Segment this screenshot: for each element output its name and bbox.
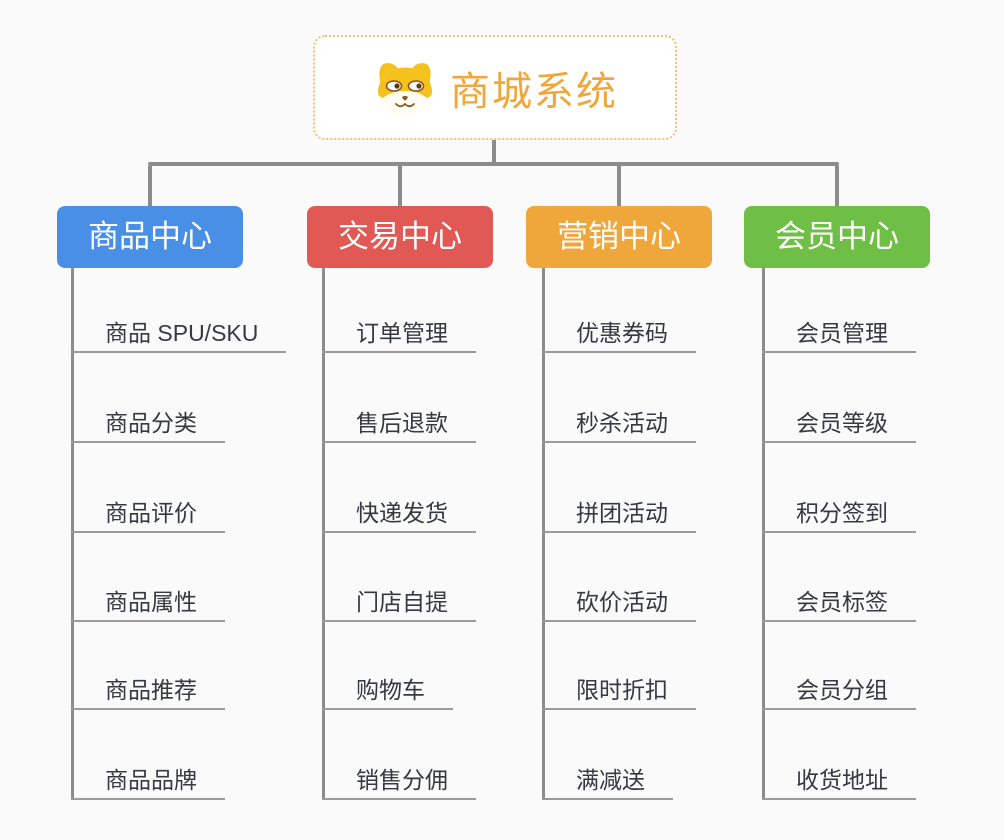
connector-drop-trade — [398, 166, 402, 206]
leaf-node[interactable]: 门店自提 — [322, 587, 476, 622]
leaf-node[interactable]: 商品 SPU/SKU — [71, 318, 287, 353]
branch-line-marketing — [542, 268, 545, 800]
leaf-node[interactable]: 会员等级 — [762, 408, 916, 443]
branch-header-product[interactable]: 商品中心 — [57, 206, 243, 268]
leaf-node[interactable]: 积分签到 — [762, 498, 916, 533]
leaf-node[interactable]: 销售分佣 — [322, 765, 476, 800]
connector-drop-marketing — [617, 166, 621, 206]
leaf-node[interactable]: 购物车 — [322, 675, 453, 710]
leaf-node[interactable]: 拼团活动 — [542, 498, 696, 533]
leaf-node[interactable]: 会员标签 — [762, 587, 916, 622]
leaf-node[interactable]: 商品分类 — [71, 408, 225, 443]
leaf-node[interactable]: 商品评价 — [71, 498, 225, 533]
connector-drop-product — [148, 166, 152, 206]
leaf-node[interactable]: 商品推荐 — [71, 675, 225, 710]
branch-line-product — [71, 268, 74, 800]
leaf-node[interactable]: 商品品牌 — [71, 765, 225, 800]
connector-horizontal-bar — [148, 162, 839, 166]
branch-header-member[interactable]: 会员中心 — [744, 206, 930, 268]
root-title: 商城系统 — [450, 69, 618, 114]
leaf-node[interactable]: 商品属性 — [71, 587, 225, 622]
branch-line-member — [762, 268, 765, 800]
branch-header-marketing[interactable]: 营销中心 — [526, 206, 712, 268]
leaf-node[interactable]: 限时折扣 — [542, 675, 696, 710]
connector-drop-member — [835, 166, 839, 206]
leaf-node[interactable]: 会员管理 — [762, 318, 916, 353]
leaf-node[interactable]: 满减送 — [542, 765, 673, 800]
connector-root-stem — [492, 140, 496, 166]
leaf-node[interactable]: 快递发货 — [322, 498, 476, 533]
leaf-node[interactable]: 订单管理 — [322, 318, 476, 353]
branch-line-trade — [322, 268, 325, 800]
dog-face-icon — [372, 59, 438, 117]
leaf-node[interactable]: 收货地址 — [762, 765, 916, 800]
root-node[interactable]: 商城系统 — [313, 35, 677, 140]
leaf-node[interactable]: 秒杀活动 — [542, 408, 696, 443]
leaf-node[interactable]: 优惠券码 — [542, 318, 696, 353]
leaf-node[interactable]: 售后退款 — [322, 408, 476, 443]
leaf-node[interactable]: 砍价活动 — [542, 587, 696, 622]
leaf-node[interactable]: 会员分组 — [762, 675, 916, 710]
branch-header-trade[interactable]: 交易中心 — [307, 206, 493, 268]
